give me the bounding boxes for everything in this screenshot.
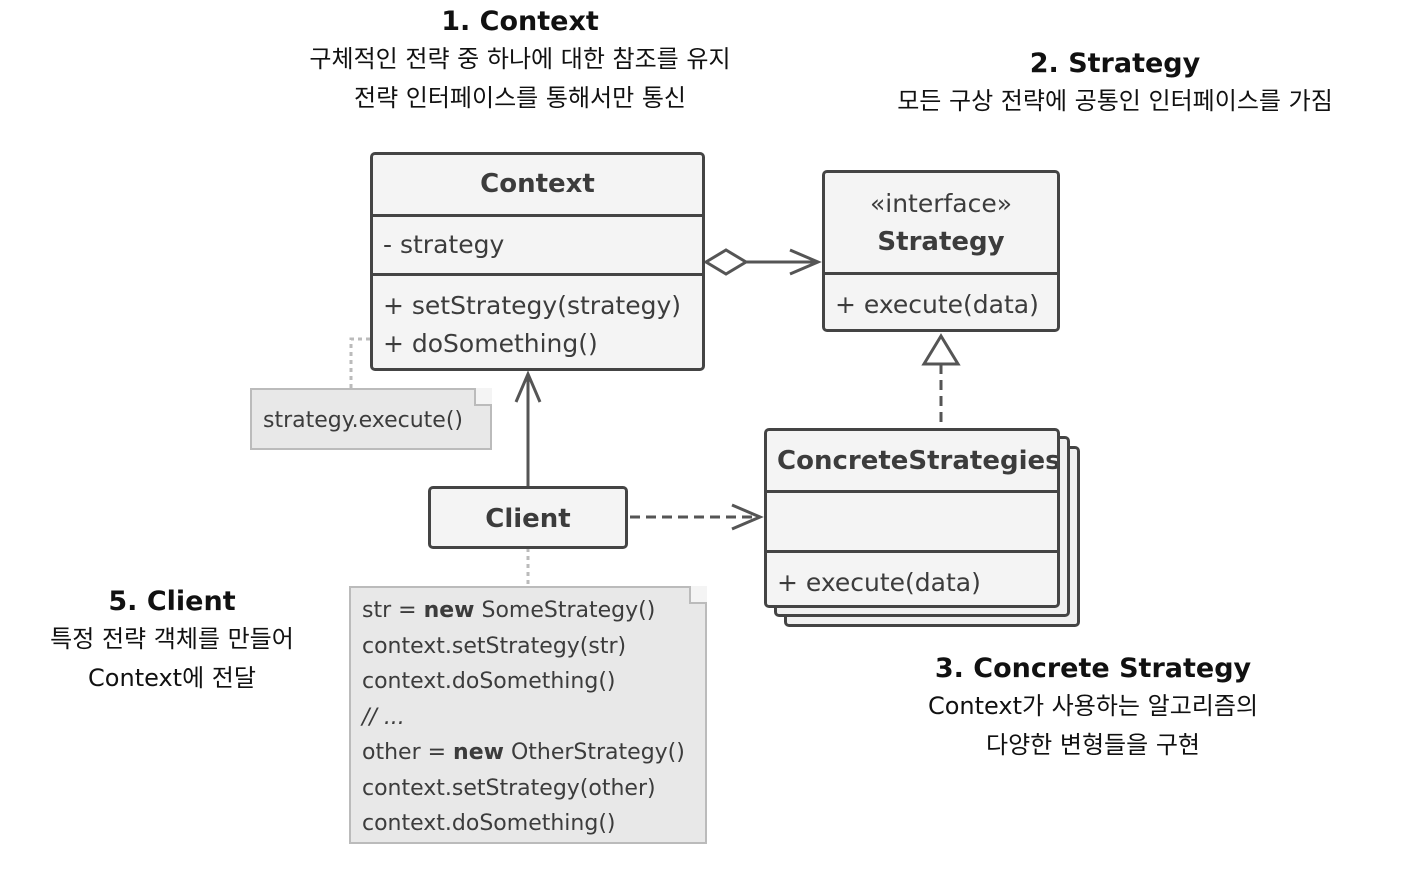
strategy-annotation-line1: 모든 구상 전략에 공통인 인터페이스를 가짐 xyxy=(897,87,1333,115)
client-annotation-title: 5. Client xyxy=(108,586,236,617)
client-note: str = new SomeStrategy() context.setStra… xyxy=(349,586,707,844)
strategy-interface-name: Strategy xyxy=(877,227,1005,257)
client-note-line-4: // ... xyxy=(362,704,405,730)
context-class-name: Context xyxy=(480,169,595,199)
strategy-interface: «interface» Strategy + execute(data) xyxy=(822,170,1060,332)
note-fold-icon xyxy=(689,586,707,604)
context-class-methods: + setStrategy(strategy) + doSomething() xyxy=(373,273,702,368)
context-note-text: strategy.execute() xyxy=(263,408,464,433)
client-note-line-5: other = new OtherStrategy() xyxy=(362,740,685,765)
context-method-do-something: + doSomething() xyxy=(383,329,598,358)
client-class-name: Client xyxy=(485,504,571,534)
concrete-strategies-class: ConcreteStrategies + execute(data) xyxy=(764,428,1060,608)
realization-connector xyxy=(921,333,961,428)
context-class-field: - strategy xyxy=(373,214,702,273)
concrete-strategies-fields xyxy=(767,490,1057,550)
context-note-link xyxy=(349,337,370,388)
client-note-line-6: context.setStrategy(other) xyxy=(362,775,656,801)
concrete-annotation-line2: 다양한 변형들을 구현 xyxy=(986,731,1200,759)
aggregation-connector xyxy=(703,248,822,276)
strategy-method-execute: + execute(data) xyxy=(825,272,1057,329)
client-class: Client xyxy=(428,486,628,549)
client-note-line-1: str = new SomeStrategy() xyxy=(362,598,656,623)
strategy-interface-header: «interface» Strategy xyxy=(825,173,1057,272)
client-annotation: 5. Client 특정 전략 객체를 만들어 Context에 전달 xyxy=(14,584,330,698)
context-annotation-line2: 전략 인터페이스를 통해서만 통신 xyxy=(353,84,686,112)
context-method-set-strategy: + setStrategy(strategy) xyxy=(383,291,681,320)
concrete-annotation-line1: Context가 사용하는 알고리즘의 xyxy=(927,692,1259,720)
context-annotation-line1: 구체적인 전략 중 하나에 대한 참조를 유지 xyxy=(309,45,731,73)
concrete-annotation: 3. Concrete Strategy Context가 사용하는 알고리즘의… xyxy=(880,651,1306,765)
strategy-annotation-title: 2. Strategy xyxy=(1029,48,1201,79)
strategy-stereotype: «interface» xyxy=(869,189,1013,218)
client-concrete-connector xyxy=(630,503,764,531)
client-annotation-line2: Context에 전달 xyxy=(88,664,256,692)
concrete-method-execute: + execute(data) xyxy=(767,550,1057,605)
note-fold-icon xyxy=(474,388,492,406)
concrete-strategies-name: ConcreteStrategies xyxy=(777,446,1060,476)
concrete-annotation-title: 3. Concrete Strategy xyxy=(934,653,1252,684)
client-note-line-3: context.doSomething() xyxy=(362,669,616,694)
client-note-line-7: context.doSomething() xyxy=(362,811,616,836)
client-note-line-2: context.setStrategy(str) xyxy=(362,633,627,659)
context-annotation-title: 1. Context xyxy=(441,6,599,37)
context-class: Context - strategy + setStrategy(strateg… xyxy=(370,152,705,371)
strategy-annotation: 2. Strategy 모든 구상 전략에 공통인 인터페이스를 가짐 xyxy=(845,46,1385,121)
client-context-connector xyxy=(514,370,542,486)
context-note: strategy.execute() xyxy=(250,388,492,450)
client-annotation-line1: 특정 전략 객체를 만들어 xyxy=(50,625,294,653)
context-annotation: 1. Context 구체적인 전략 중 하나에 대한 참조를 유지 전략 인터… xyxy=(255,4,785,118)
